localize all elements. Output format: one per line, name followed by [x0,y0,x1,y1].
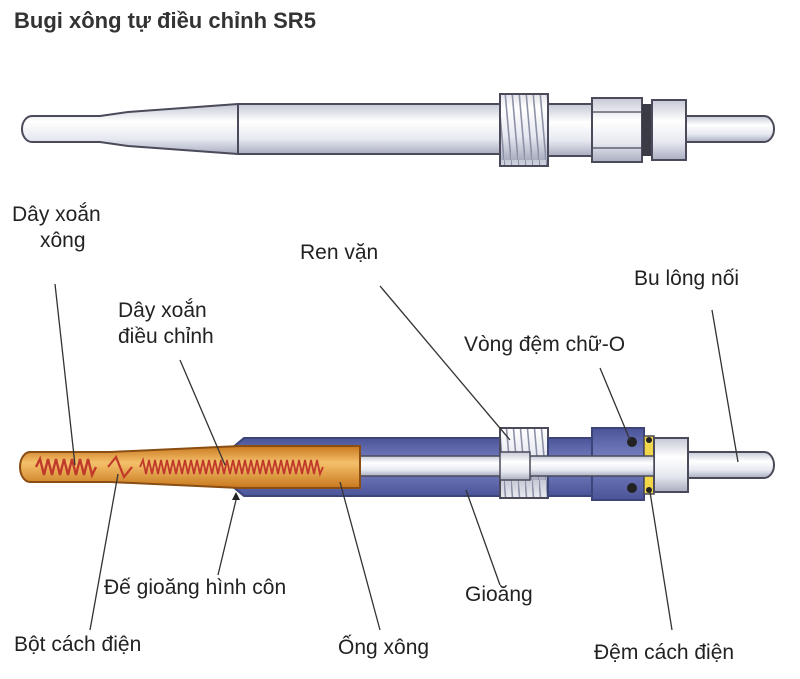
label-day-xoan-dieu-chinh: Dây xoắn điều chỉnh [118,299,214,348]
cross-section-view [19,427,775,501]
label-ren-van: Ren vặn [300,241,379,264]
label-gioang: Gioăng [465,583,533,606]
label-bot-cach-dien: Bột cách điện [14,633,142,656]
label-bu-long-noi: Bu lông nối [634,267,740,290]
page-title: Bugi xông tự điều chỉnh SR5 [14,8,316,33]
label-day-xoan-xong: Dây xoắn xông [12,203,101,252]
label-de-gioang-hinh-con: Đế gioăng hình côn [104,576,287,599]
label-vong-dem-chu-o: Vòng đệm chữ-O [464,333,626,356]
label-dem-cach-dien: Đệm cách điện [594,641,735,664]
external-view [21,93,775,167]
label-ong-xong: Ống xông [338,636,430,659]
leader-lines [54,283,739,631]
